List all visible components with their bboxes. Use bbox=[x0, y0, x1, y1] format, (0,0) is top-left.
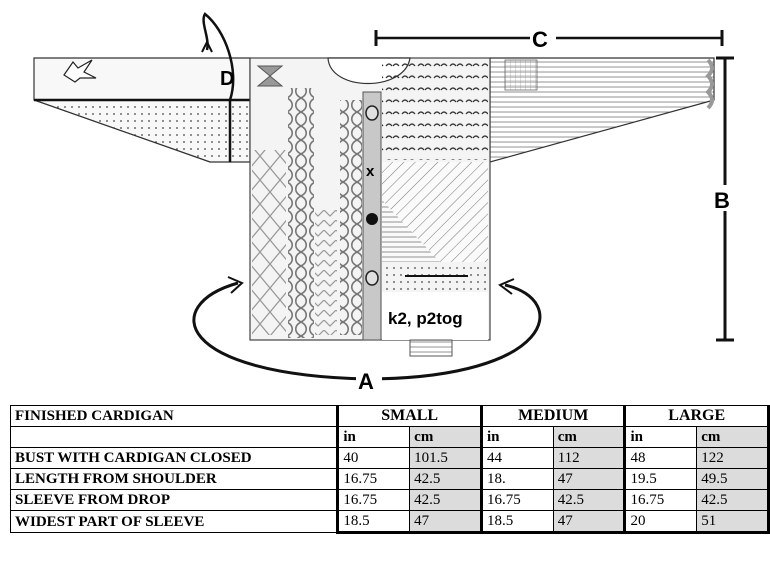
measurement-table: FINISHED CARDIGAN SMALL MEDIUM LARGE in … bbox=[9, 405, 770, 534]
measure-c: C bbox=[374, 26, 724, 52]
value-cell: 16.75 bbox=[336, 489, 411, 511]
table-row: LENGTH FROM SHOULDER 16.75 42.5 18. 47 1… bbox=[9, 468, 770, 490]
row-label: WIDEST PART OF SLEEVE bbox=[9, 510, 339, 533]
star-icon bbox=[63, 59, 97, 83]
label-b: B bbox=[714, 188, 730, 213]
arrow-up-icon bbox=[201, 39, 213, 53]
cardigan-schematic: x k2, p2tog D C B A bbox=[33, 12, 738, 394]
size-small: SMALL bbox=[336, 405, 482, 427]
table-row: WIDEST PART OF SLEEVE 18.5 47 18.5 47 20… bbox=[9, 510, 770, 534]
empty-cell bbox=[9, 426, 339, 448]
unit-cm: cm bbox=[552, 426, 626, 448]
buttonhole-icon bbox=[365, 105, 379, 121]
value-cell: 44 bbox=[479, 447, 554, 469]
measure-b: B bbox=[714, 56, 738, 342]
left-sleeve bbox=[33, 57, 251, 163]
value-cell: 51 bbox=[696, 510, 770, 534]
row-label: SLEEVE FROM DROP bbox=[9, 489, 339, 511]
value-cell: 49.5 bbox=[696, 468, 770, 490]
unit-cm: cm bbox=[409, 426, 482, 448]
value-cell: 112 bbox=[552, 447, 626, 469]
cardigan-body: x k2, p2tog bbox=[249, 57, 491, 357]
unit-in: in bbox=[623, 426, 698, 448]
row-label: BUST WITH CARDIGAN CLOSED bbox=[9, 447, 339, 469]
size-large: LARGE bbox=[623, 405, 770, 427]
measure-a: A bbox=[192, 276, 542, 394]
value-cell: 47 bbox=[409, 510, 482, 534]
stitch-label: k2, p2tog bbox=[388, 309, 463, 328]
measure-d: D bbox=[201, 12, 234, 162]
value-cell: 101.5 bbox=[409, 447, 482, 469]
label-a: A bbox=[358, 369, 374, 394]
value-cell: 122 bbox=[696, 447, 770, 469]
value-cell: 19.5 bbox=[623, 468, 698, 490]
table-row: SLEEVE FROM DROP 16.75 42.5 16.75 42.5 1… bbox=[9, 489, 770, 511]
value-cell: 47 bbox=[552, 510, 626, 534]
value-cell: 16.75 bbox=[336, 468, 411, 490]
table-row: BUST WITH CARDIGAN CLOSED 40 101.5 44 11… bbox=[9, 447, 770, 469]
value-cell: 18.5 bbox=[479, 510, 554, 534]
right-sleeve bbox=[489, 57, 715, 163]
size-medium: MEDIUM bbox=[479, 405, 626, 427]
arrow-right-icon bbox=[227, 276, 244, 294]
value-cell: 16.75 bbox=[623, 489, 698, 511]
table-header-row: FINISHED CARDIGAN SMALL MEDIUM LARGE bbox=[9, 405, 770, 427]
label-c: C bbox=[532, 27, 548, 52]
value-cell: 20 bbox=[623, 510, 698, 534]
button-icon bbox=[366, 213, 378, 225]
value-cell: 42.5 bbox=[409, 468, 482, 490]
unit-in: in bbox=[479, 426, 554, 448]
value-cell: 16.75 bbox=[479, 489, 554, 511]
value-cell: 42.5 bbox=[696, 489, 770, 511]
marker-x: x bbox=[366, 163, 375, 180]
value-cell: 42.5 bbox=[409, 489, 482, 511]
value-cell: 18. bbox=[479, 468, 554, 490]
table-unit-row: in cm in cm in cm bbox=[9, 426, 770, 448]
value-cell: 47 bbox=[552, 468, 626, 490]
arrow-left-icon bbox=[498, 278, 515, 295]
buttonhole-icon bbox=[365, 270, 379, 286]
label-d: D bbox=[220, 68, 234, 90]
value-cell: 48 bbox=[623, 447, 698, 469]
value-cell: 18.5 bbox=[336, 510, 411, 534]
table-title: FINISHED CARDIGAN bbox=[9, 405, 339, 427]
unit-cm: cm bbox=[696, 426, 770, 448]
value-cell: 40 bbox=[336, 447, 411, 469]
ribbing-tab bbox=[409, 339, 453, 357]
unit-in: in bbox=[336, 426, 411, 448]
row-label: LENGTH FROM SHOULDER bbox=[9, 468, 339, 490]
cross-motif-icon bbox=[256, 65, 284, 87]
value-cell: 42.5 bbox=[552, 489, 626, 511]
